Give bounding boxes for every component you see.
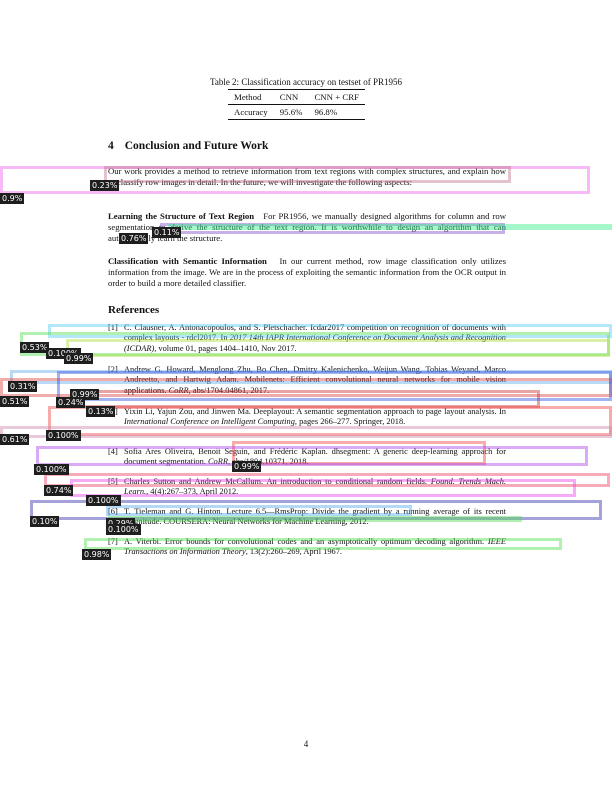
detection-box — [36, 446, 588, 466]
page-number: 4 — [303, 739, 309, 749]
table-header-method: Method — [228, 89, 274, 105]
reference-item: [5] Charles Sutton and Andrew McCallum. … — [108, 477, 506, 498]
detection-box — [168, 224, 612, 230]
reference-details: , abs/1804.10371, 2018. — [227, 457, 309, 467]
confidence-tag: 0.53% — [20, 342, 50, 353]
confidence-tag: 0.100% — [46, 348, 81, 359]
confidence-tag: 0.100% — [46, 430, 81, 441]
detection-box — [57, 371, 612, 401]
confidence-tag: 0.98% — [82, 549, 112, 560]
confidence-tag: 0.99% — [64, 353, 94, 364]
paragraph-semantic-text: In our current method, row image classif… — [108, 256, 506, 288]
confidence-tag: 0.9% — [0, 193, 25, 204]
reference-number: [4] — [108, 447, 118, 456]
reference-venue: International Conference on Intelligent … — [124, 417, 295, 427]
confidence-tag: 0.11% — [152, 227, 182, 238]
section-number: 4 — [108, 140, 114, 152]
detection-box — [44, 473, 610, 487]
results-table: Method CNN CNN + CRF Accuracy 95.6% 96.8… — [228, 89, 365, 120]
table-cell-crf-value: 96.8% — [308, 104, 365, 120]
reference-number: [6] — [108, 507, 118, 516]
reference-details: , 13(2):260–269, April 1967. — [245, 547, 342, 557]
reference-venue: Found. Trends Mach. Learn. — [124, 477, 506, 497]
confidence-tag: 0.13% — [86, 406, 116, 417]
confidence-tag: 0.24% — [56, 397, 86, 408]
reference-details: , abs/1704.04861, 2017. — [188, 385, 270, 395]
detection-box — [48, 406, 612, 436]
reference-text: Sofia Ares Oliveira, Benoit Seguin, and … — [124, 447, 506, 467]
reference-venue: CoRR — [207, 457, 228, 467]
reference-venue: CoRR — [168, 385, 189, 395]
confidence-tag: 0.76% — [119, 233, 149, 244]
table-cell-accuracy: Accuracy — [228, 104, 274, 120]
table-header-cnn-crf: CNN + CRF — [308, 89, 365, 105]
reference-text: A. Viterbi. Error bounds for convolution… — [124, 537, 488, 546]
reference-number: [5] — [108, 477, 118, 486]
reference-item: [4] Sofia Ares Oliveira, Benoit Seguin, … — [108, 447, 506, 468]
reference-item: [1] C. Clausner, A. Antonacopoulos, and … — [108, 323, 506, 354]
section-heading: 4 Conclusion and Future Work — [108, 140, 268, 152]
detection-box — [66, 339, 610, 357]
detection-box — [108, 516, 522, 522]
table-header-cnn: CNN — [273, 89, 309, 105]
section-title: Conclusion and Future Work — [124, 140, 269, 152]
detection-box — [106, 505, 412, 516]
reference-details: , 4(4):267–373, April 2012. — [146, 487, 239, 497]
reference-venue: IEEE Transactions on Information Theory — [124, 537, 506, 557]
reference-text: Yixin Li, Yajun Zou, and Jinwen Ma. Deep… — [124, 407, 506, 416]
detection-box — [48, 324, 612, 338]
reference-text: Charles Sutton and Andrew McCallum. An i… — [124, 477, 431, 486]
reference-number: [7] — [108, 537, 118, 546]
confidence-tag: 0.29% — [106, 518, 136, 529]
reference-text: Andrew G. Howard, Menglong Zhu, Bo Chen,… — [124, 365, 506, 395]
confidence-tag: 0.23% — [90, 180, 120, 191]
reference-details: , pages 266–277. Springer, 2018. — [294, 417, 406, 427]
confidence-tag: 0.31% — [8, 381, 38, 392]
detection-box — [30, 500, 602, 520]
reference-number: [1] — [108, 323, 118, 332]
detection-box — [0, 166, 590, 194]
reference-details: , volume 01, pages 1404–1410, Nov 2017. — [154, 343, 297, 353]
confidence-tag: 0.99% — [70, 389, 100, 400]
detection-box — [104, 166, 511, 183]
paragraph-semantic-heading: Classification with Semantic Information — [108, 256, 267, 266]
intro-paragraph: Our work provides a method to retrieve i… — [108, 166, 506, 187]
detection-box — [0, 378, 612, 397]
reference-item: [7] A. Viterbi. Error bounds for convolu… — [108, 537, 506, 558]
detection-box — [70, 479, 576, 497]
reference-number: [2] — [108, 365, 118, 374]
confidence-tag: 0.74% — [44, 485, 74, 496]
confidence-tag: 0.100% — [86, 495, 121, 506]
reference-text: C. Clausner, A. Antonacopoulos, and S. P… — [124, 323, 506, 343]
table-caption: Table 2: Classification accuracy on test… — [209, 77, 403, 87]
confidence-tag: 0.100% — [34, 464, 69, 475]
table-cell-cnn-value: 95.6% — [273, 104, 309, 120]
paragraph-semantic: Classification with Semantic Information… — [108, 256, 506, 289]
detection-box — [84, 538, 562, 550]
references-heading: References — [108, 304, 160, 316]
confidence-tag: 0.61% — [0, 434, 30, 445]
reference-venue: 2017 14th IAPR International Conference … — [124, 333, 506, 353]
confidence-tag: 0.10% — [30, 516, 60, 527]
detection-box — [10, 370, 612, 384]
detection-box — [0, 426, 612, 438]
confidence-tag: 0.51% — [0, 396, 30, 407]
reference-item: [6] T. Tieleman and G. Hinton. Lecture 6… — [108, 507, 506, 528]
paragraph-structure-heading: Learning the Structure of Text Region — [108, 211, 255, 221]
confidence-tag: 0.99% — [232, 461, 262, 472]
reference-item: [2] Andrew G. Howard, Menglong Zhu, Bo C… — [108, 365, 506, 396]
confidence-tag: 0.100% — [106, 524, 141, 535]
detection-box — [232, 441, 486, 465]
reference-text: T. Tieleman and G. Hinton. Lecture 6.5—R… — [124, 507, 506, 527]
